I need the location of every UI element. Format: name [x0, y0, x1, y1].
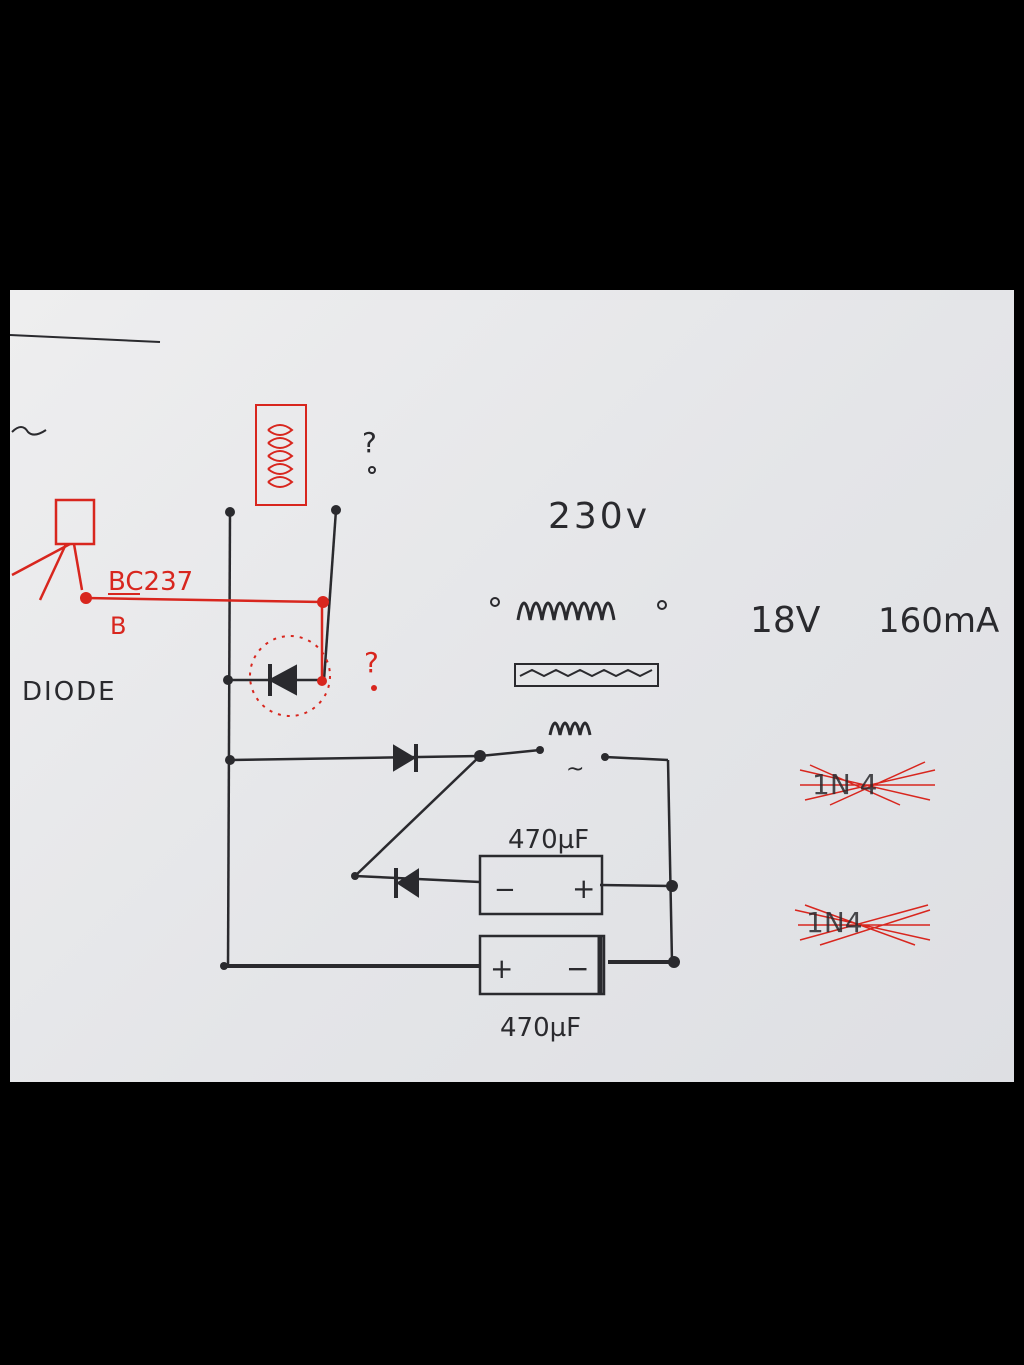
- diode-upper: [393, 744, 418, 772]
- transistor-wires: [11, 498, 331, 717]
- cap-top-minus: −: [494, 875, 516, 905]
- transformer-primary-icon: [516, 601, 616, 621]
- crossed-text-1: 1N 4: [812, 768, 877, 801]
- label-question-top: ?: [362, 426, 377, 459]
- edge-scribble: [11, 426, 47, 436]
- label-tilde: ~: [566, 757, 584, 782]
- transformer-core-icon: [514, 663, 659, 687]
- label-secondary-voltage: 18V: [750, 600, 821, 641]
- rule-line: [9, 334, 161, 343]
- junction-dots: [220, 505, 680, 970]
- label-question-red: ?: [364, 646, 379, 679]
- label-base-pin: B: [110, 612, 126, 640]
- label-diode: DIODE: [22, 677, 117, 707]
- crossed-text-2: 1N4: [806, 906, 863, 939]
- red-dots: [80, 592, 329, 686]
- paper-sheet: [10, 290, 1014, 1082]
- transformer-secondary-icon: [548, 721, 592, 736]
- label-cap-bottom: 470µF: [500, 1013, 581, 1043]
- label-mains-voltage: 230v: [548, 496, 650, 537]
- flyback-diode: [267, 664, 297, 696]
- capacitor-bottom: [478, 934, 606, 996]
- cap-bottom-minus: −: [566, 952, 589, 985]
- relay-coil-symbol: [255, 404, 307, 506]
- label-transistor: BC237: [108, 567, 193, 597]
- label-current: 160mA: [878, 601, 999, 641]
- cap-top-plus: +: [572, 872, 595, 905]
- crossed-out-scribble: [794, 761, 936, 946]
- capacitor-top: [478, 854, 604, 916]
- cap-bottom-plus: +: [490, 952, 513, 985]
- circuit-wires: [226, 509, 674, 969]
- label-cap-top: 470µF: [508, 825, 589, 855]
- diode-lower: [394, 868, 419, 898]
